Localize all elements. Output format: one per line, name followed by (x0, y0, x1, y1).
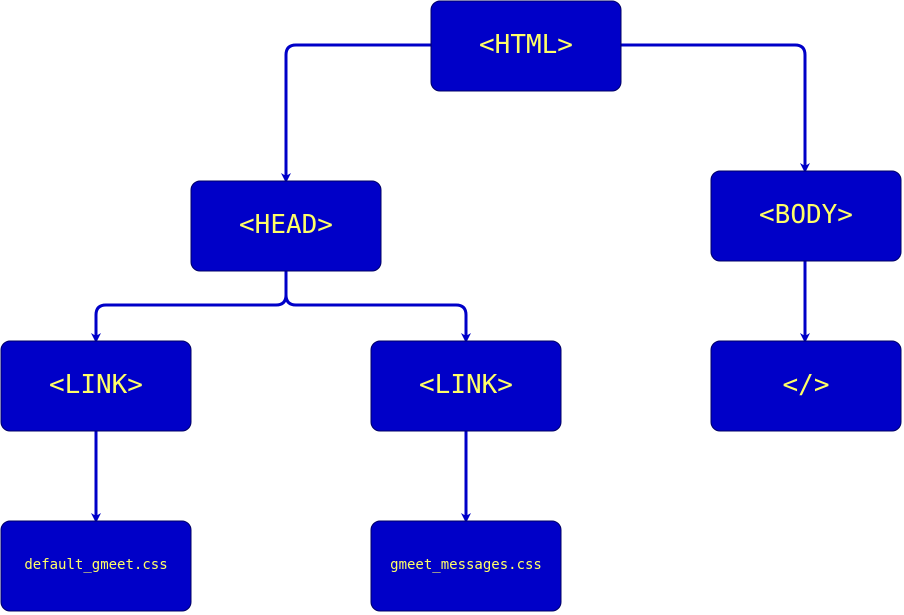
node-link-1: <LINK> (0, 340, 192, 432)
edge-html-body (620, 43, 810, 173)
node-head-label: <HEAD> (239, 210, 333, 240)
node-body-child-label: </> (783, 370, 830, 400)
node-body-label: <BODY> (759, 200, 853, 230)
node-link-1-label: <LINK> (49, 370, 143, 400)
edge-head-link2 (284, 270, 471, 343)
node-body-child: </> (710, 340, 902, 432)
node-link-2: <LINK> (370, 340, 562, 432)
edge-html-head (281, 43, 431, 183)
node-css-2: gmeet_messages.css (370, 520, 562, 612)
node-head: <HEAD> (190, 180, 382, 272)
node-css-1: default_gmeet.css (0, 520, 192, 612)
edge-head-link1 (91, 270, 288, 343)
node-body: <BODY> (710, 170, 902, 262)
node-css-1-label: default_gmeet.css (24, 557, 167, 573)
edges (91, 43, 810, 523)
node-html: <HTML> (430, 0, 622, 92)
node-html-label: <HTML> (479, 30, 573, 60)
node-link-2-label: <LINK> (419, 370, 513, 400)
node-css-2-label: gmeet_messages.css (390, 557, 542, 573)
